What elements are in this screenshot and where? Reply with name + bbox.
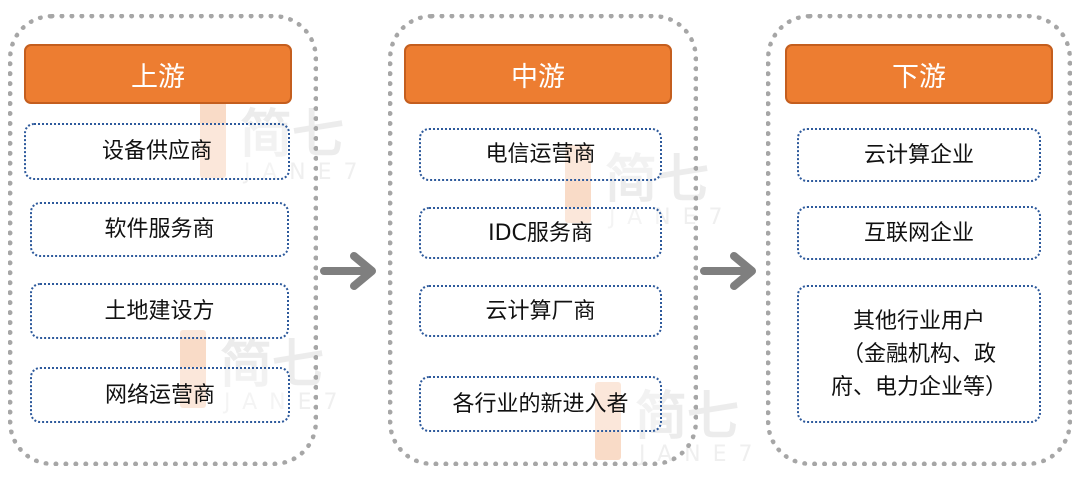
- midstream-header: 中游: [404, 44, 672, 104]
- downstream-header: 下游: [785, 44, 1053, 104]
- downstream-item-other: 其他行业用户 （金融机构、政 府、电力企业等）: [797, 285, 1041, 423]
- upstream-item-network: 网络运营商: [30, 367, 290, 423]
- upstream-item-land: 土地建设方: [30, 283, 289, 339]
- arrow-right-icon: [320, 252, 376, 290]
- upstream-item-software: 软件服务商: [30, 202, 289, 257]
- downstream-other-line-3: 府、电力企业等）: [830, 374, 1007, 400]
- upstream-header: 上游: [24, 44, 292, 104]
- midstream-column: [388, 14, 698, 466]
- downstream-item-cloud: 云计算企业: [797, 128, 1041, 182]
- midstream-item-cloud: 云计算厂商: [419, 285, 662, 337]
- upstream-item-equipment: 设备供应商: [24, 123, 290, 180]
- downstream-column: [766, 14, 1072, 466]
- midstream-item-telecom: 电信运营商: [419, 128, 662, 181]
- downstream-other-line-2: （金融机构、政: [841, 341, 996, 367]
- downstream-item-internet: 互联网企业: [797, 206, 1041, 260]
- midstream-item-idc: IDC服务商: [419, 207, 662, 259]
- downstream-other-line-1: 其他行业用户: [852, 308, 985, 334]
- midstream-item-newcomers: 各行业的新进入者: [419, 376, 662, 432]
- arrow-right-icon: [700, 252, 756, 290]
- upstream-column: [8, 14, 318, 466]
